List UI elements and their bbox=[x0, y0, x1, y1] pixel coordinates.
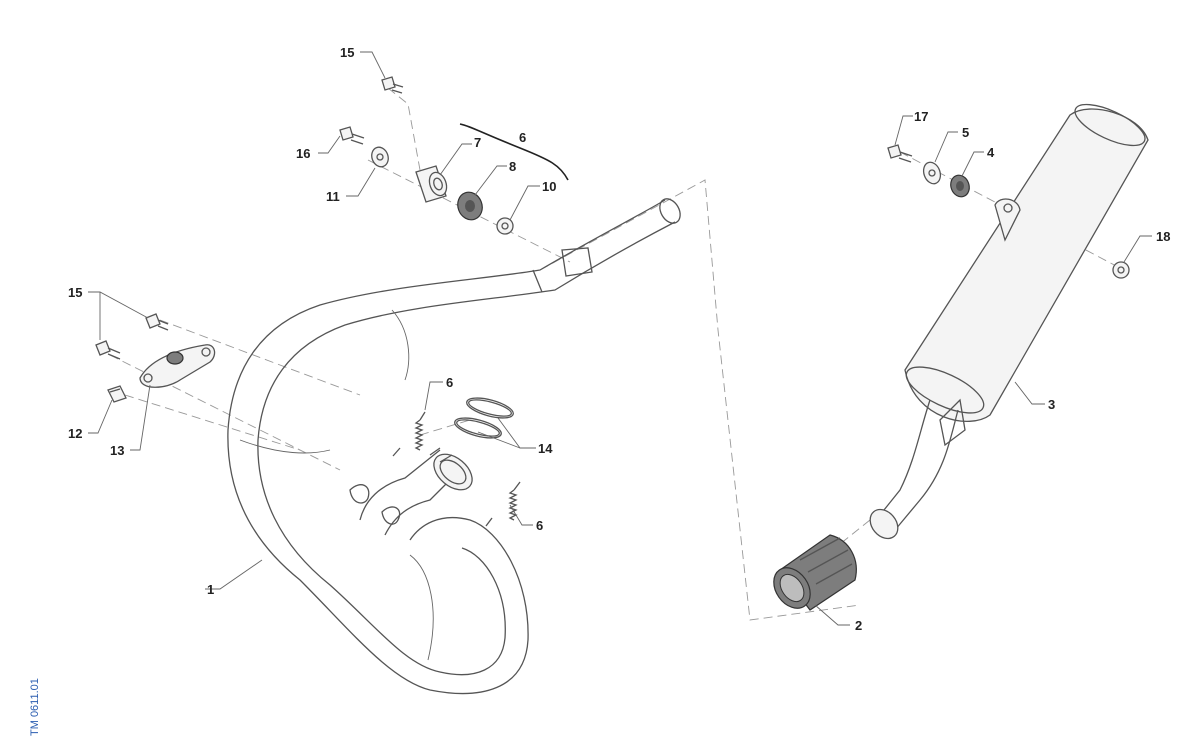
callout-11: 11 bbox=[326, 189, 340, 204]
callout-10: 10 bbox=[542, 179, 556, 194]
callout-6-upper: 6 bbox=[446, 375, 453, 390]
washer-10 bbox=[496, 217, 514, 235]
figure-reference: TM 0611.01 bbox=[29, 678, 41, 736]
washer-18 bbox=[1112, 261, 1130, 279]
rubber-4 bbox=[950, 174, 970, 198]
spring-lower bbox=[485, 481, 521, 527]
callout-15-left: 15 bbox=[68, 285, 82, 300]
callout-12: 12 bbox=[68, 426, 82, 441]
silencer bbox=[869, 103, 1149, 540]
rubber-9 bbox=[457, 191, 483, 221]
bolt-left-lower bbox=[95, 340, 121, 360]
callout-17: 17 bbox=[914, 109, 928, 124]
callout-16: 16 bbox=[296, 146, 310, 161]
washer-11 bbox=[371, 146, 389, 168]
callout-15-top: 15 bbox=[340, 45, 354, 60]
bracket-7-brace bbox=[459, 123, 569, 181]
bolt-17 bbox=[887, 144, 913, 163]
washer-5 bbox=[922, 161, 942, 185]
spring-upper bbox=[392, 411, 426, 457]
clip-nut bbox=[107, 385, 127, 403]
bolt-left-upper bbox=[145, 313, 169, 331]
callout-4: 4 bbox=[987, 145, 995, 160]
callout-6-lower: 6 bbox=[536, 518, 543, 533]
callout-3: 3 bbox=[1048, 397, 1055, 412]
callout-13: 13 bbox=[110, 443, 124, 458]
flange-bracket bbox=[139, 344, 216, 388]
callout-5: 5 bbox=[962, 125, 969, 140]
callout-2: 2 bbox=[855, 618, 862, 633]
bolt-top bbox=[381, 76, 404, 94]
header-pipe bbox=[227, 198, 681, 695]
bushing-8 bbox=[415, 165, 448, 203]
callout-8: 7 bbox=[474, 135, 481, 150]
bolt-16 bbox=[339, 126, 365, 145]
callout-labels: 15 16 11 6 7 8 10 15 12 13 6 14 6 1 2 3 … bbox=[68, 45, 1170, 633]
rubber-sleeve bbox=[773, 534, 857, 611]
callout-18: 18 bbox=[1156, 229, 1170, 244]
callout-7: 6 bbox=[519, 130, 526, 145]
o-rings bbox=[454, 397, 514, 439]
leader-lines bbox=[88, 51, 1152, 626]
callout-1: 1 bbox=[207, 582, 214, 597]
callout-14: 14 bbox=[538, 441, 553, 456]
callout-9: 8 bbox=[509, 159, 516, 174]
